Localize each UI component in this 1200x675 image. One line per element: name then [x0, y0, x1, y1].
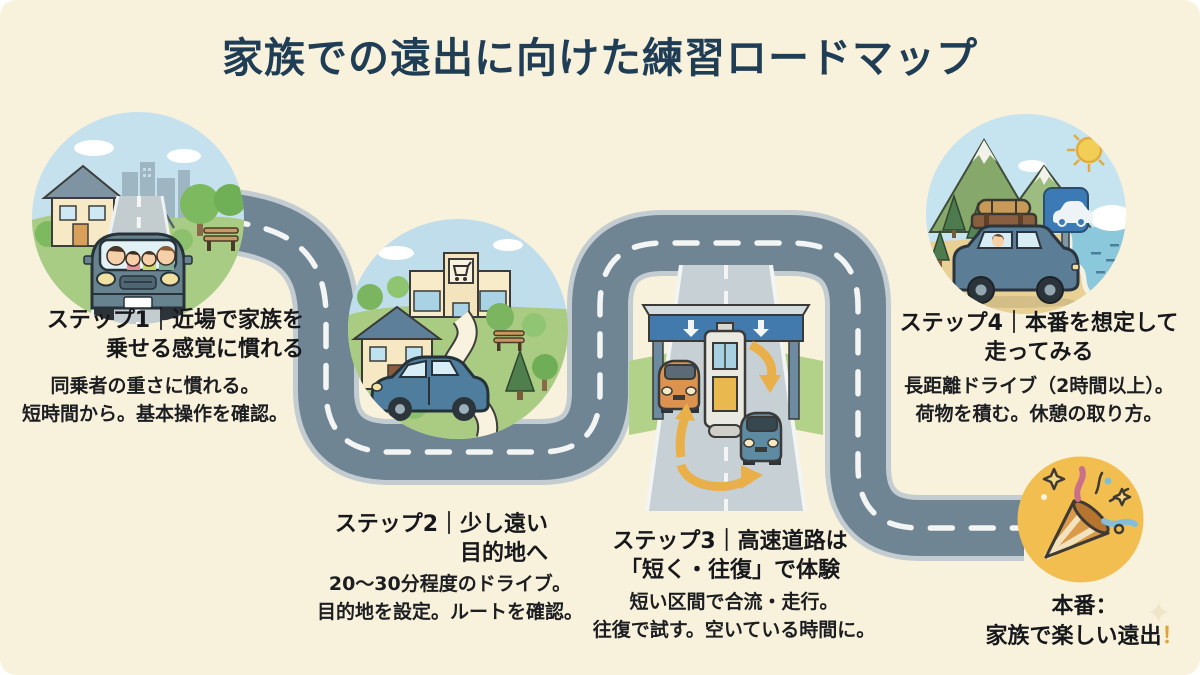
bench-icon — [203, 227, 239, 251]
goal-exclamation: ！ — [1161, 624, 1184, 649]
step3-highway-illustration — [629, 265, 823, 511]
tree-icon — [357, 276, 558, 419]
step3-heading: ステップ3｜高速道路は 「短く・往復」で体験 — [605, 527, 855, 585]
step4-description: 長距離ドライブ（2時間以上）。 荷物を積む。休憩の取り方。 — [904, 375, 1174, 425]
car-side-icon — [370, 355, 490, 421]
goal-line1: 本番： — [1051, 594, 1118, 619]
goal-label: 本番： 家族で楽しい遠出！ — [962, 592, 1200, 652]
step3-heading-line1: ステップ3｜高速道路は — [612, 529, 848, 554]
celebration-badge — [1017, 456, 1144, 583]
loaded-van-icon — [952, 198, 1080, 304]
family-car-front — [83, 232, 193, 320]
step1-heading-line2: 乗せる感覚に慣れる — [105, 337, 304, 362]
round-trip-arrows — [675, 340, 781, 491]
goal-line2: 家族で楽しい遠出！ — [985, 624, 1184, 649]
step3-description: 短い区間で合流・走行。 往復で試す。空いている時間に。 — [592, 591, 876, 641]
step2-heading-line1: ステップ2｜少し遠い — [334, 512, 548, 537]
party-popper-icon — [1041, 466, 1138, 560]
cart-icon — [452, 261, 472, 276]
step1-heading-line1: ステップ1｜近場で家族を — [46, 308, 304, 333]
toll-booth — [703, 322, 747, 438]
step2-description: 20〜30分程度のドライブ。 目的地を設定。ルートを確認。 — [316, 573, 583, 623]
step1-family-car-illustration — [32, 112, 244, 324]
bench-icon — [493, 330, 525, 351]
down-arrow-icon — [683, 320, 769, 337]
orange-car-icon — [657, 359, 701, 413]
teal-car-icon — [739, 411, 783, 465]
step1-heading: ステップ1｜近場で家族を 乗せる感覚に慣れる — [8, 306, 304, 364]
step2-destination-illustration — [348, 219, 568, 439]
sparkle-icon: ✦ — [1146, 596, 1172, 631]
step4-heading-line1: ステップ4｜本番を想定して — [899, 311, 1179, 336]
step2-heading: ステップ2｜少し遠い 目的地へ — [330, 510, 548, 568]
step1-description: 同乗者の重さに慣れる。 短時間から。基本操作を確認。 — [21, 375, 288, 425]
page-title: 家族での遠出に向けた練習ロードマップ — [222, 34, 978, 82]
step3-heading-line2: 「短く・往復」で体験 — [619, 558, 840, 583]
step4-heading: ステップ4｜本番を想定して 走ってみる — [893, 309, 1185, 367]
tree-icon — [35, 184, 244, 251]
step2-heading-line2: 目的地へ — [459, 541, 548, 566]
step4-trip-illustration — [926, 114, 1126, 314]
step4-heading-line2: 走ってみる — [984, 340, 1094, 365]
